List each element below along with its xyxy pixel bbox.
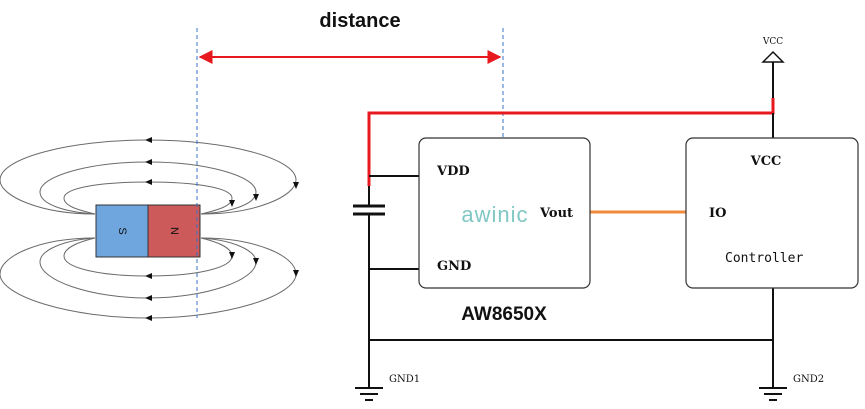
bar-magnet: S N: [95, 204, 201, 258]
magnet-south-label: S: [116, 227, 128, 234]
sensor-chip-body: [418, 137, 591, 289]
field-arrowheads: [145, 137, 299, 321]
field-line-upper-outer: [0, 139, 297, 215]
sensor-vout-label: Vout: [539, 206, 573, 221]
field-arrow: [229, 200, 235, 207]
sensor-chip: VDD GND awinic Vout AW8650X: [418, 137, 591, 325]
field-arrow: [229, 252, 235, 259]
field-arrow: [293, 270, 299, 277]
field-arrow: [145, 159, 152, 165]
controller-io-label: IO: [709, 206, 726, 221]
field-arrow: [145, 179, 152, 185]
gnd1-symbol: [355, 387, 383, 401]
controller-body: [685, 137, 859, 289]
magnet-north-label: N: [168, 227, 180, 235]
sensor-logo: awinic: [461, 202, 528, 227]
sensor-vdd-label: VDD: [436, 164, 470, 179]
distance-label: distance: [319, 10, 400, 32]
controller-vcc-label: VCC: [750, 154, 782, 169]
field-arrow: [145, 295, 152, 301]
controller-name-label: Controller: [725, 251, 803, 266]
field-arrow: [145, 315, 152, 321]
sensor-part-number: AW8650X: [461, 304, 547, 325]
vcc-triangle-icon: [761, 50, 785, 63]
field-arrow: [145, 273, 152, 279]
controller: VCC IO Controller: [685, 137, 859, 289]
gnd1-label: GND1: [389, 374, 420, 385]
sensor-gnd-label: GND: [437, 259, 471, 274]
field-arrow: [293, 182, 299, 189]
gnd2-symbol: [759, 387, 787, 401]
vcc-supply-wire: [367, 98, 775, 186]
magnet-north-pole: [147, 204, 201, 258]
gnd2-label: GND2: [793, 374, 824, 385]
field-arrow: [253, 258, 259, 265]
field-arrow: [145, 137, 152, 143]
field-arrow: [253, 194, 259, 201]
bypass-capacitor: [353, 204, 385, 216]
black-wiring: [368, 62, 774, 388]
vcc-supply-label: VCC: [762, 37, 783, 47]
vcc-supply-symbol: VCC: [761, 37, 785, 63]
